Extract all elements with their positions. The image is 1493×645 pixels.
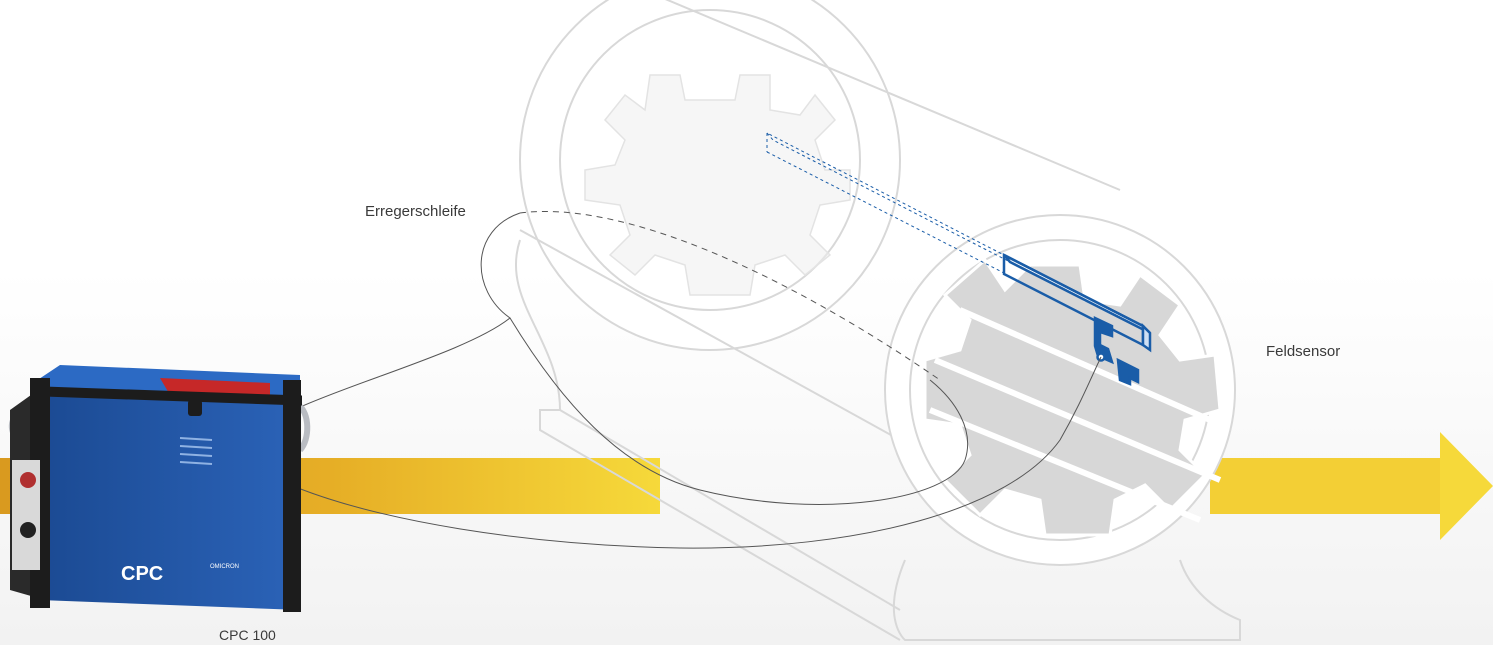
excitation-loop-label: Erregerschleife xyxy=(365,203,466,220)
device-front-text: CPC xyxy=(121,563,163,585)
back-rotor xyxy=(585,75,850,295)
field-sensor-label: Feldsensor xyxy=(1266,343,1340,360)
device-model-label: CPC 100 xyxy=(219,627,276,643)
device-brand-text: OMICRON xyxy=(210,564,239,570)
front-rotor xyxy=(925,260,1220,535)
